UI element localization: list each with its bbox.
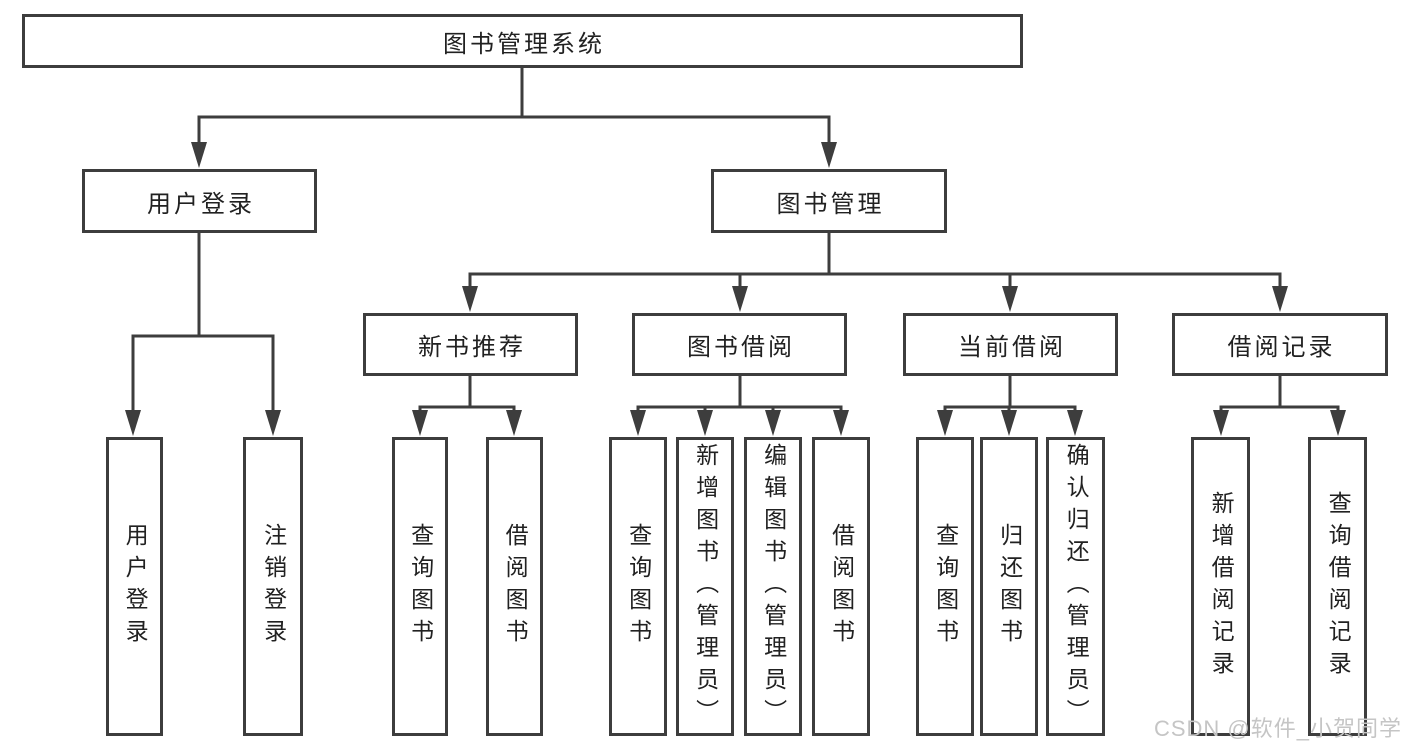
arrow-down-icon <box>821 142 837 168</box>
node-label: 编辑图书（管理员） <box>760 442 787 731</box>
arrowheads <box>125 142 1346 436</box>
node-label: 图书管理 <box>776 190 885 218</box>
arrow-down-icon <box>1213 410 1229 436</box>
node-current-borrow: 当前借阅 <box>903 313 1118 376</box>
node-leaf-query-books-borrow: 查询图书 <box>609 437 667 736</box>
node-label: 借阅图书 <box>502 522 529 651</box>
arrow-down-icon <box>1001 410 1017 436</box>
arrow-down-icon <box>833 410 849 436</box>
arrow-down-icon <box>1272 286 1288 312</box>
arrow-down-icon <box>412 410 428 436</box>
arrow-down-icon <box>265 410 281 436</box>
node-book-management: 图书管理 <box>711 169 947 233</box>
node-leaf-add-books-admin: 新增图书（管理员） <box>676 437 734 736</box>
node-leaf-query-borrow-record: 查询借阅记录 <box>1308 437 1367 736</box>
node-leaf-logout: 注销登录 <box>243 437 303 736</box>
node-leaf-borrow-books-recommend: 借阅图书 <box>486 437 543 736</box>
node-label: 查询图书 <box>625 522 652 651</box>
node-leaf-edit-books-admin: 编辑图书（管理员） <box>744 437 802 736</box>
node-label: 查询图书 <box>407 522 434 651</box>
node-label: 用户登录 <box>147 190 255 218</box>
arrow-down-icon <box>191 142 207 168</box>
node-leaf-query-books-current: 查询图书 <box>916 437 974 736</box>
node-leaf-confirm-return-admin: 确认归还（管理员） <box>1046 437 1105 736</box>
arrow-down-icon <box>1067 410 1083 436</box>
node-label: 图书借阅 <box>687 334 795 361</box>
node-root: 图书管理系统 <box>22 14 1023 68</box>
node-label: 归还图书 <box>996 522 1023 651</box>
arrow-down-icon <box>1002 286 1018 312</box>
node-label: 借阅图书 <box>828 522 855 651</box>
node-label: 查询图书 <box>932 522 959 651</box>
node-label: 用户登录 <box>122 522 149 651</box>
node-label: 借阅记录 <box>1227 334 1336 361</box>
node-label: 查询借阅记录 <box>1325 490 1352 683</box>
node-leaf-borrow-books: 借阅图书 <box>812 437 870 736</box>
node-leaf-add-borrow-record: 新增借阅记录 <box>1191 437 1250 736</box>
node-leaf-query-books-recommend: 查询图书 <box>392 437 448 736</box>
node-label: 新增图书（管理员） <box>692 442 719 731</box>
node-borrow-records: 借阅记录 <box>1172 313 1388 376</box>
arrow-down-icon <box>630 410 646 436</box>
arrow-down-icon <box>125 410 141 436</box>
node-user-login: 用户登录 <box>82 169 317 233</box>
arrow-down-icon <box>765 410 781 436</box>
node-label: 新增借阅记录 <box>1208 490 1235 683</box>
node-book-borrow: 图书借阅 <box>632 313 847 376</box>
arrow-down-icon <box>732 286 748 312</box>
arrow-down-icon <box>462 286 478 312</box>
arrow-down-icon <box>697 410 713 436</box>
node-label: 新书推荐 <box>418 334 526 361</box>
node-root-label: 图书管理系统 <box>443 30 605 58</box>
arrow-down-icon <box>1330 410 1346 436</box>
arrow-down-icon <box>506 410 522 436</box>
node-new-book-recommend: 新书推荐 <box>363 313 578 376</box>
node-label: 注销登录 <box>260 522 287 651</box>
node-label: 当前借阅 <box>958 334 1066 361</box>
node-label: 确认归还（管理员） <box>1063 442 1090 731</box>
csdn-watermark: CSDN @软件_小贺同学 <box>1153 716 1402 741</box>
arrow-down-icon <box>937 410 953 436</box>
node-leaf-user-login: 用户登录 <box>106 437 163 736</box>
node-leaf-return-books: 归还图书 <box>980 437 1038 736</box>
